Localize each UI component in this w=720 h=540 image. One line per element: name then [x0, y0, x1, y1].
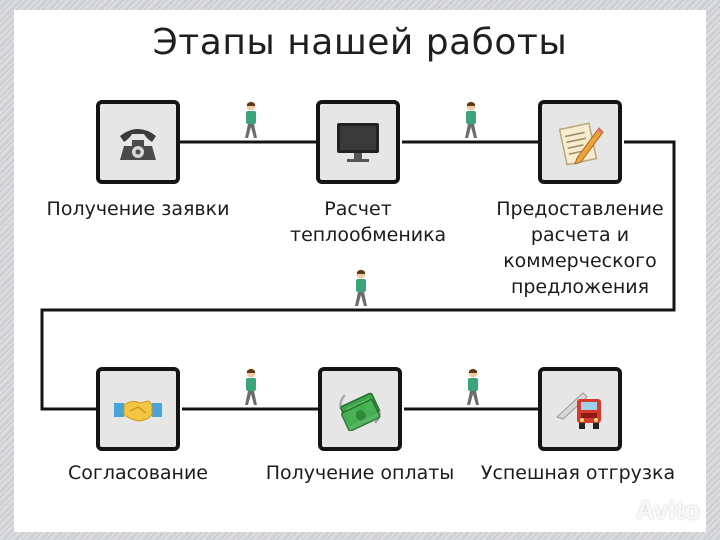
money-icon — [339, 392, 381, 431]
step-box-agreement — [96, 367, 180, 451]
walking-person-icon — [245, 368, 257, 405]
telephone-icon — [120, 129, 156, 160]
step-box-request — [96, 100, 180, 184]
walking-person-icon — [245, 101, 257, 138]
walking-person-icon — [355, 269, 367, 306]
step-box-shipment — [538, 367, 622, 451]
step-label-proposal: Предоставление расчета и коммерческого п… — [496, 198, 664, 298]
step-box-proposal — [538, 100, 622, 184]
step-label-calculation: Расчет теплообменика — [290, 198, 447, 246]
step-label-agreement: Согласование — [67, 462, 209, 484]
step-box-payment — [318, 367, 402, 451]
step-label-payment: Получение оплаты — [265, 462, 455, 484]
handshake-icon — [114, 400, 162, 422]
step-label-shipment: Успешная отгрузка — [480, 462, 676, 484]
document-pencil-icon — [558, 122, 604, 166]
avito-watermark: Avito — [635, 495, 700, 525]
avito-logo-icon — [573, 499, 598, 522]
page-title: Этапы нашей работы — [152, 22, 568, 63]
walking-person-icon — [465, 101, 477, 138]
monitor-icon — [337, 123, 379, 162]
step-box-calculation — [316, 100, 400, 184]
step-label-request: Получение заявки — [46, 198, 230, 220]
truck-icon — [556, 392, 601, 429]
walking-person-icon — [467, 368, 479, 405]
